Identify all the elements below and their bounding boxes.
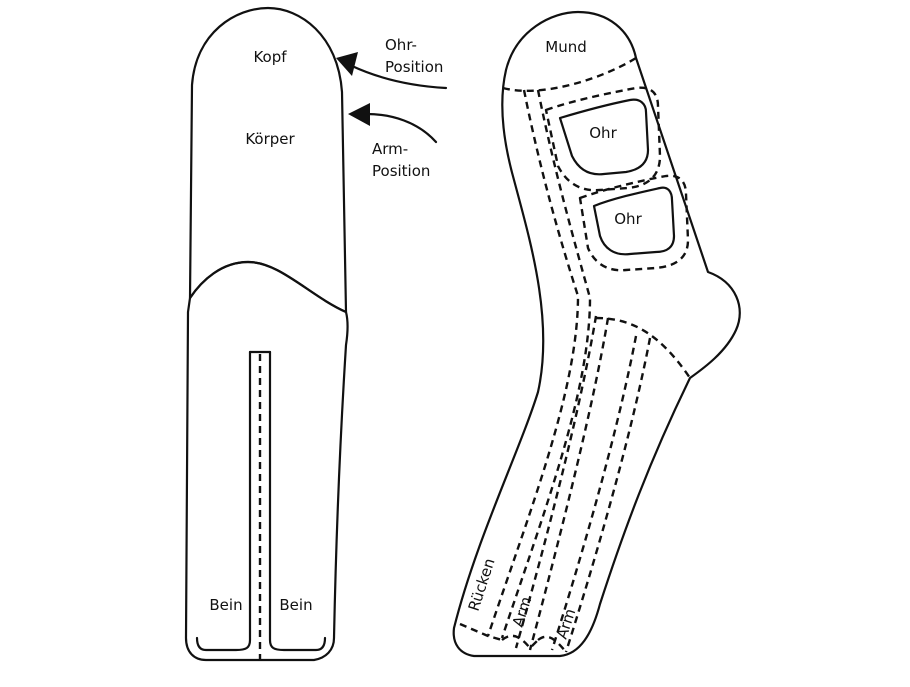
label-arm-right: Arm xyxy=(553,606,580,641)
ear-position-annotation: Ohr- Position xyxy=(336,36,448,90)
arm-left-seam-line-1 xyxy=(514,315,598,649)
left-sock-lower-outline xyxy=(184,260,349,662)
right-sock: Ohr Ohr Mund Rücken Arm Arm xyxy=(452,10,741,658)
arm-left-seam-line-2 xyxy=(528,317,610,651)
left-leg-seam-right-line xyxy=(268,350,327,652)
arm-position-arrowhead-icon xyxy=(348,103,370,126)
arm-right-seam-line-2 xyxy=(564,337,652,653)
ear-lower-inner-outline xyxy=(592,186,676,256)
label-ohr-upper: Ohr xyxy=(589,124,617,142)
back-seam-line-2 xyxy=(500,89,592,639)
left-sock: Kopf Körper Bein Bein xyxy=(184,6,349,666)
back-seam-line-1 xyxy=(486,89,580,637)
heel-cut-line xyxy=(595,316,691,379)
label-mund: Mund xyxy=(545,38,586,56)
label-arm-position-2: Position xyxy=(372,162,430,180)
label-koerper: Körper xyxy=(245,130,295,148)
label-ohr-position-1: Ohr- xyxy=(385,36,417,54)
ear-position-arrow-curve xyxy=(350,64,448,90)
right-sock-outline xyxy=(452,10,741,658)
label-arm-position-1: Arm- xyxy=(372,140,408,158)
mouth-cut-line xyxy=(502,56,637,92)
label-ohr-position-2: Position xyxy=(385,58,443,76)
bottom-cut-line-middle xyxy=(501,634,539,650)
label-ohr-lower: Ohr xyxy=(614,210,642,228)
label-kopf: Kopf xyxy=(253,48,287,66)
label-ruecken: Rücken xyxy=(465,556,499,613)
ear-lower-dashed-outline xyxy=(578,174,690,272)
label-bein-right: Bein xyxy=(279,596,312,614)
left-leg-seam-left-line xyxy=(195,350,252,652)
label-bein-left: Bein xyxy=(209,596,242,614)
ear-position-arrowhead-icon xyxy=(336,52,358,76)
ear-upper-dashed-outline xyxy=(544,86,662,192)
arm-position-annotation: Arm- Position xyxy=(348,103,438,180)
bottom-cut-line-left xyxy=(459,622,503,642)
ear-upper-inner-outline xyxy=(558,98,650,176)
arm-position-arrow-curve xyxy=(364,112,438,144)
label-arm-left: Arm xyxy=(509,594,536,629)
arm-right-seam-line-1 xyxy=(550,335,638,651)
bottom-cut-line-right xyxy=(537,635,567,653)
